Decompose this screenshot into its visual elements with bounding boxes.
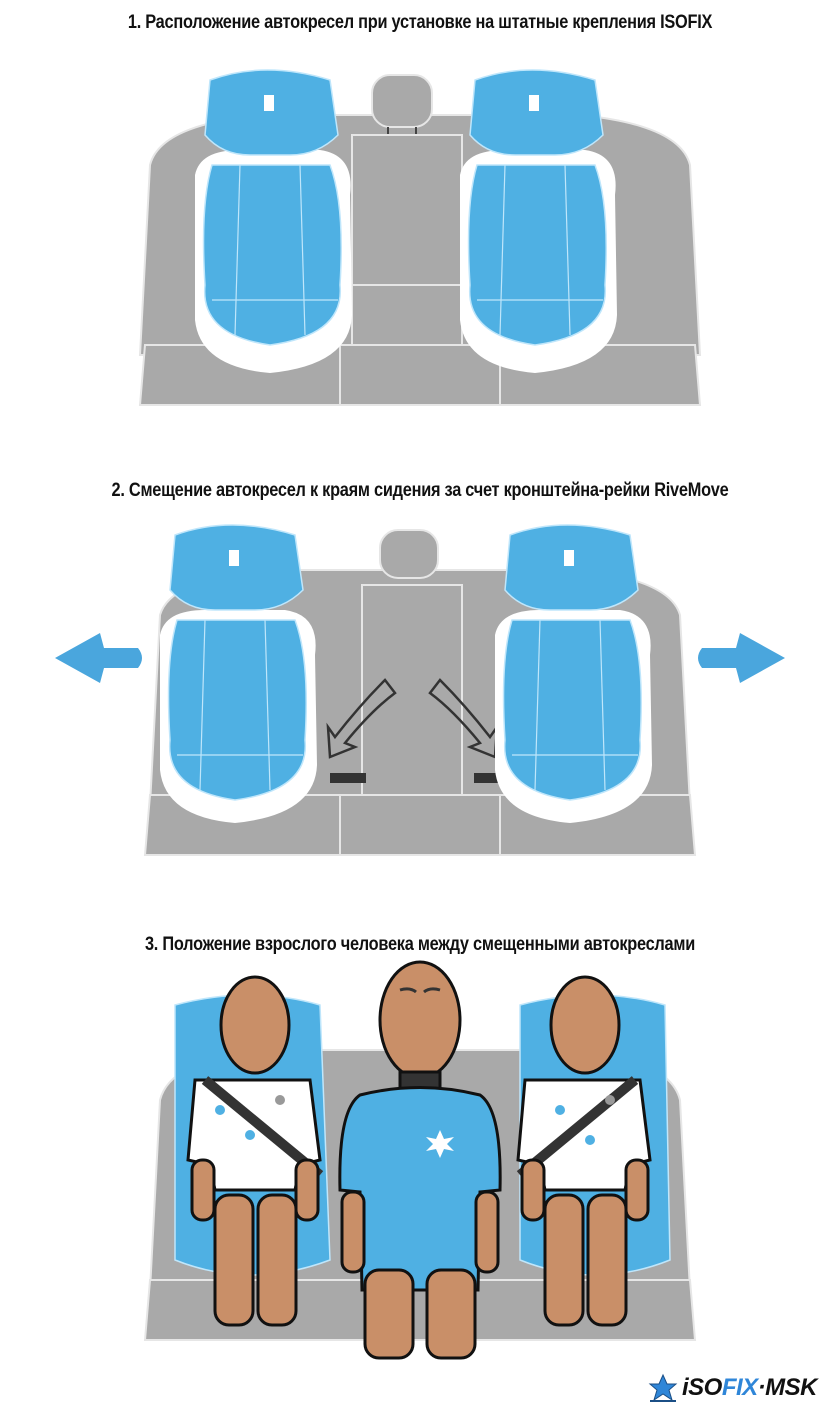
section-2-title: 2. Смещение автокресел к краям сидения з… [111,480,729,501]
booster-seat-right-icon [460,69,617,373]
rear-bench-isofix-diagram [138,69,702,406]
isofix-mount-right-icon [474,773,510,783]
rivemove-shift-diagram [55,524,785,856]
section-3-title: 3. Положение взрослого человека между см… [144,934,696,955]
bracket-arrow-left-icon [326,678,397,759]
shirt-star-pattern-icon [215,1095,615,1145]
adult-dummy-icon [338,960,502,1360]
arrow-left-icon [55,633,142,683]
shirt-star-icon [426,1130,454,1158]
child-right-icon [516,975,652,1327]
logo-text: iSOFIX·MSK [682,1374,818,1401]
arrow-right-icon [698,633,785,683]
section-2-illustration [0,515,840,875]
bracket-arrow-right-icon [428,678,499,759]
booster-seat-left-icon [195,69,352,373]
isofix-mount-left-icon [330,773,366,783]
headrest-icon [371,74,433,128]
section-1-title: 1. Расположение автокресел при установке… [127,12,713,33]
section-3-illustration [0,960,840,1360]
section-1-illustration [0,55,840,415]
headrest-icon [379,529,439,579]
adult-between-seats-diagram [143,960,697,1360]
booster-seat-right-icon [495,524,652,823]
logo-star-icon [648,1373,678,1402]
booster-seat-left-icon [160,524,317,823]
isofix-msk-logo: iSOFIX·MSK [648,1370,818,1406]
